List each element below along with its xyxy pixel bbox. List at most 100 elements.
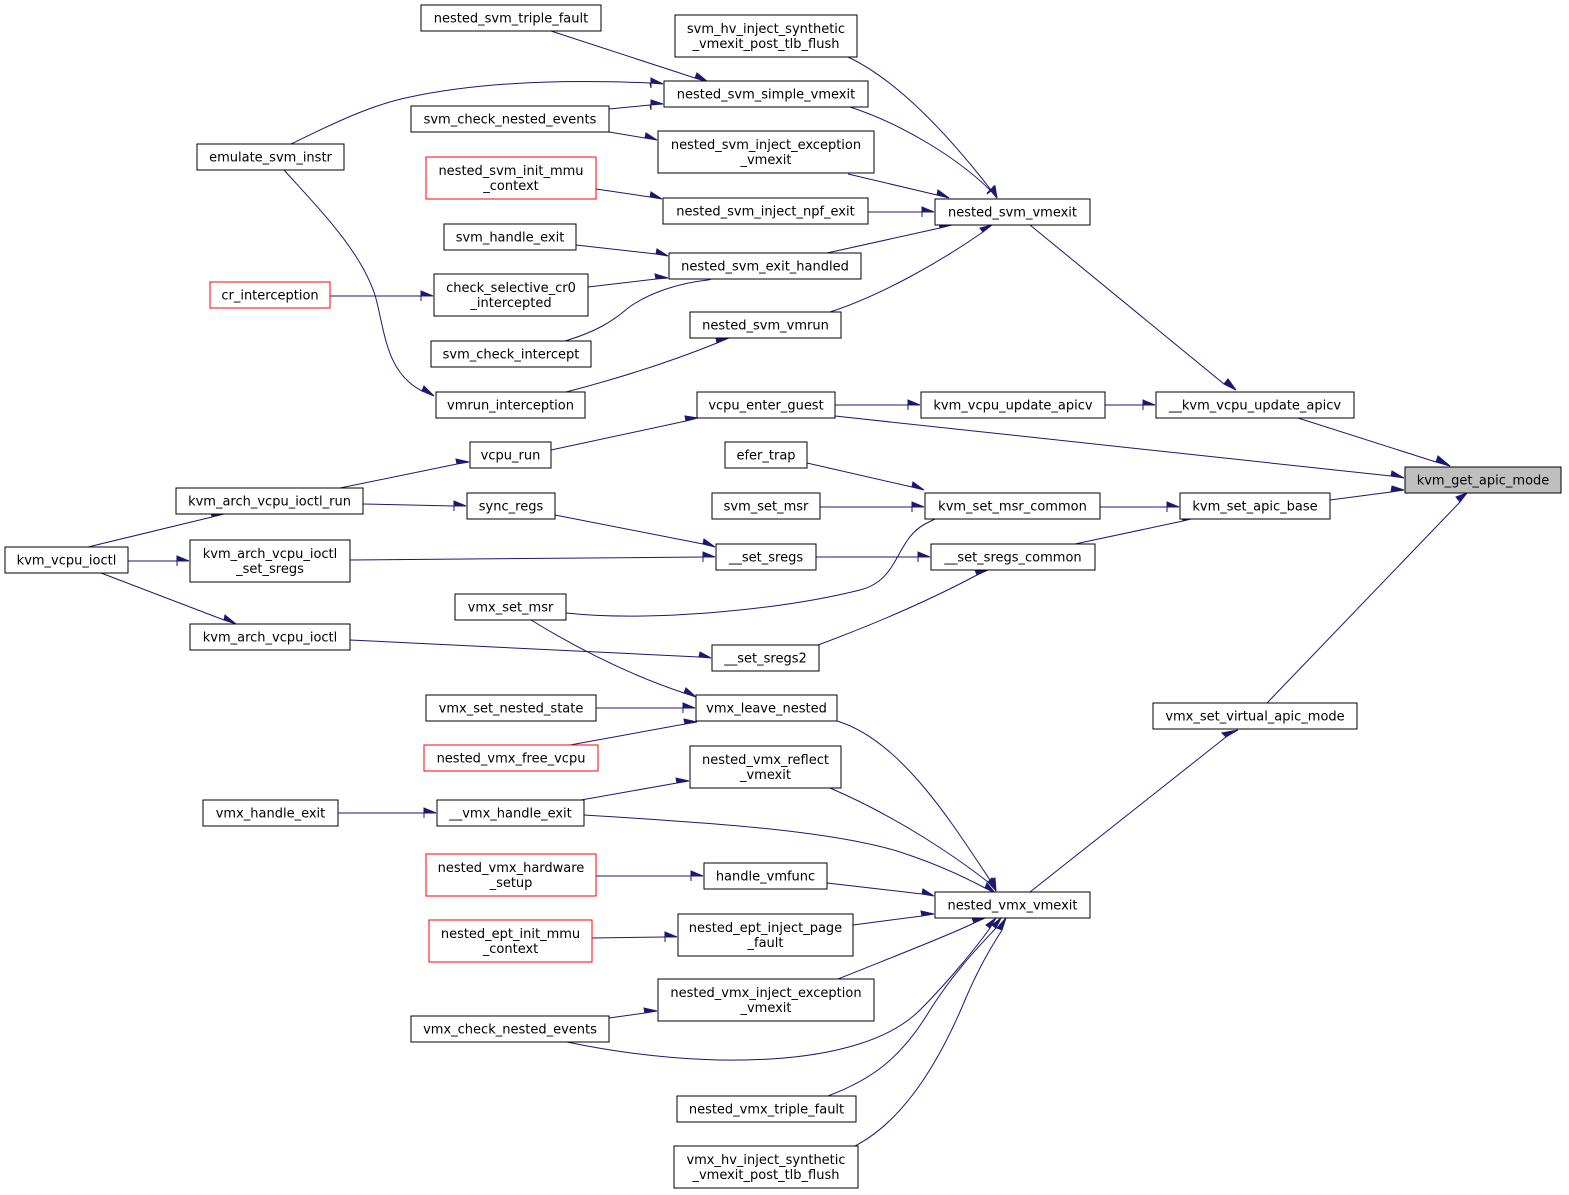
node-__kvm_vcpu_update_apicv[interactable]: __kvm_vcpu_update_apicv	[1155, 391, 1355, 419]
node-vmx_hv_inject_synthetic_vmexit_post_tlb_flush[interactable]: vmx_hv_inject_synthetic_vmexit_post_tlb_…	[673, 1145, 859, 1189]
node-nested_svm_simple_vmexit[interactable]: nested_svm_simple_vmexit	[663, 80, 869, 108]
node-sync_regs[interactable]: sync_regs	[466, 492, 556, 520]
node-kvm_set_msr_common[interactable]: kvm_set_msr_common	[924, 492, 1101, 520]
node-nested_svm_inject_npf_exit[interactable]: nested_svm_inject_npf_exit	[662, 197, 869, 225]
node-svm_handle_exit[interactable]: svm_handle_exit	[443, 223, 577, 251]
node-nested_vmx_reflect_vmexit[interactable]: nested_vmx_reflect_vmexit	[689, 745, 842, 789]
node-box	[175, 487, 364, 515]
arrowhead-icon	[420, 290, 434, 301]
node-nested_vmx_free_vcpu[interactable]: nested_vmx_free_vcpu	[423, 744, 599, 772]
node-vmrun_interception[interactable]: vmrun_interception	[435, 391, 586, 419]
edge-svm_check_nested_events-to-nested_svm_inject_exception_vmexit	[608, 131, 658, 141]
node-label: nested_vmx_free_vcpu	[437, 752, 586, 767]
node-nested_svm_triple_fault[interactable]: nested_svm_triple_fault	[420, 4, 602, 32]
arrowhead-icon	[664, 931, 678, 942]
node-label: vmrun_interception	[447, 399, 574, 414]
node-nested_vmx_inject_exception_vmexit[interactable]: nested_vmx_inject_exception_vmexit	[657, 978, 875, 1022]
edge-nested_svm_inject_exception_vmexit-to-nested_svm_vmexit	[847, 173, 950, 199]
node-svm_set_msr[interactable]: svm_set_msr	[711, 492, 821, 520]
edge-nested_svm_triple_fault-to-nested_svm_simple_vmexit	[550, 30, 709, 83]
node-svm_check_nested_events[interactable]: svm_check_nested_events	[410, 105, 610, 133]
node-label: vmx_leave_nested	[706, 702, 827, 717]
node-label: vmx_hv_inject_synthetic	[686, 1153, 845, 1168]
edge-line	[290, 80, 651, 145]
edge-svm_check_nested_events-to-nested_svm_simple_vmexit	[608, 99, 664, 111]
node-box	[428, 919, 593, 963]
node-nested_vmx_triple_fault[interactable]: nested_vmx_triple_fault	[676, 1095, 857, 1123]
node-kvm_get_apic_mode[interactable]: kvm_get_apic_mode	[1404, 466, 1562, 494]
arrowhead-icon	[921, 888, 935, 897]
node-label: svm_handle_exit	[456, 231, 565, 246]
edge-vmx_set_msr-to-vmx_leave_nested	[530, 619, 697, 698]
node-vmx_set_nested_state[interactable]: vmx_set_nested_state	[425, 694, 597, 722]
arrowhead-icon	[1390, 485, 1405, 493]
node-cr_interception[interactable]: cr_interception	[209, 281, 331, 309]
node-vmx_set_virtual_apic_mode[interactable]: vmx_set_virtual_apic_mode	[1152, 702, 1358, 730]
arrowhead-icon	[654, 273, 669, 280]
node-nested_vmx_vmexit[interactable]: nested_vmx_vmexit	[934, 891, 1091, 919]
node-kvm_arch_vcpu_ioctl[interactable]: kvm_arch_vcpu_ioctl	[189, 623, 351, 651]
node-nested_svm_exit_handled[interactable]: nested_svm_exit_handled	[668, 252, 862, 280]
node-label: nested_vmx_inject_exception	[670, 986, 861, 1001]
node-nested_ept_init_mmu_context[interactable]: nested_ept_init_mmu_context	[428, 919, 593, 963]
edge-nested_svm_vmexit-to-__kvm_vcpu_update_apicv	[1029, 224, 1237, 391]
node-__set_sregs_common[interactable]: __set_sregs_common	[930, 543, 1096, 571]
edge-sync_regs-to-__set_sregs	[554, 514, 716, 548]
node-vmx_set_msr[interactable]: vmx_set_msr	[454, 593, 567, 621]
arrowhead-icon	[979, 224, 993, 233]
node-box	[410, 105, 610, 133]
node-nested_svm_vmexit[interactable]: nested_svm_vmexit	[934, 198, 1091, 226]
node-label: _context	[482, 942, 539, 957]
node-label: _set_sregs	[235, 562, 304, 577]
node-__vmx_handle_exit[interactable]: __vmx_handle_exit	[436, 799, 585, 827]
node-kvm_set_apic_base[interactable]: kvm_set_apic_base	[1179, 492, 1331, 520]
node-nested_svm_vmrun[interactable]: nested_svm_vmrun	[689, 311, 842, 339]
node-kvm_arch_vcpu_ioctl_set_sregs[interactable]: kvm_arch_vcpu_ioctl_set_sregs	[189, 539, 351, 583]
node-label: _intercepted	[469, 296, 551, 311]
arrowhead-icon	[455, 458, 470, 465]
node-kvm_vcpu_ioctl[interactable]: kvm_vcpu_ioctl	[4, 546, 129, 574]
node-nested_vmx_hardware_setup[interactable]: nested_vmx_hardware_setup	[425, 853, 597, 897]
arrowhead-icon	[649, 77, 664, 89]
arrowhead-icon	[702, 551, 716, 562]
node-nested_svm_inject_exception_vmexit[interactable]: nested_svm_inject_exception_vmexit	[657, 130, 875, 174]
node-__set_sregs2[interactable]: __set_sregs2	[711, 644, 820, 672]
edge-line	[827, 927, 997, 1097]
node-svm_check_intercept[interactable]: svm_check_intercept	[430, 340, 592, 368]
arrowhead-icon	[996, 917, 1007, 931]
node-kvm_vcpu_update_apicv[interactable]: kvm_vcpu_update_apicv	[920, 391, 1106, 419]
edge-line	[608, 104, 651, 110]
node-vcpu_enter_guest[interactable]: vcpu_enter_guest	[696, 391, 836, 419]
node-efer_trap[interactable]: efer_trap	[724, 441, 808, 469]
node-label: nested_svm_vmrun	[702, 319, 829, 334]
node-svm_hv_inject_synthetic_vmexit_post_tlb_flush[interactable]: svm_hv_inject_synthetic_vmexit_post_tlb_…	[674, 14, 858, 58]
node-vcpu_run[interactable]: vcpu_run	[469, 441, 552, 469]
node-handle_vmfunc[interactable]: handle_vmfunc	[703, 862, 828, 890]
arrowhead-icon	[223, 614, 237, 625]
node-__set_sregs[interactable]: __set_sregs	[715, 543, 817, 571]
node-label: _setup	[489, 876, 533, 891]
edge-vmx_check_nested_events-to-nested_vmx_vmexit	[566, 917, 997, 1061]
edge-__kvm_vcpu_update_apicv-to-kvm_get_apic_mode	[1297, 417, 1451, 467]
edge-emulate_svm_instr-to-nested_svm_simple_vmexit	[290, 77, 664, 145]
node-kvm_arch_vcpu_ioctl_run[interactable]: kvm_arch_vcpu_ioctl_run	[175, 487, 364, 515]
node-box	[934, 198, 1091, 226]
node-box	[202, 799, 339, 827]
edge-nested_vmx_vmexit-to-vmx_set_virtual_apic_mode	[1029, 729, 1239, 893]
node-box	[420, 4, 602, 32]
node-vmx_check_nested_events[interactable]: vmx_check_nested_events	[410, 1015, 610, 1043]
node-nested_ept_inject_page_fault[interactable]: nested_ept_inject_page_fault	[677, 913, 854, 957]
node-box	[433, 273, 589, 317]
node-nested_svm_init_mmu_context[interactable]: nested_svm_init_mmu_context	[425, 156, 597, 200]
node-emulate_svm_instr[interactable]: emulate_svm_instr	[196, 143, 345, 171]
arrowhead-icon	[683, 687, 697, 698]
node-box	[920, 391, 1106, 419]
node-label: efer_trap	[736, 449, 795, 464]
node-box	[934, 891, 1091, 919]
edge-__set_sregs-to-__set_sregs_common	[816, 551, 931, 562]
edge-line	[583, 814, 986, 889]
node-check_selective_cr0_intercepted[interactable]: check_selective_cr0_intercepted	[433, 273, 589, 317]
node-vmx_handle_exit[interactable]: vmx_handle_exit	[202, 799, 339, 827]
node-vmx_leave_nested[interactable]: vmx_leave_nested	[695, 694, 838, 722]
